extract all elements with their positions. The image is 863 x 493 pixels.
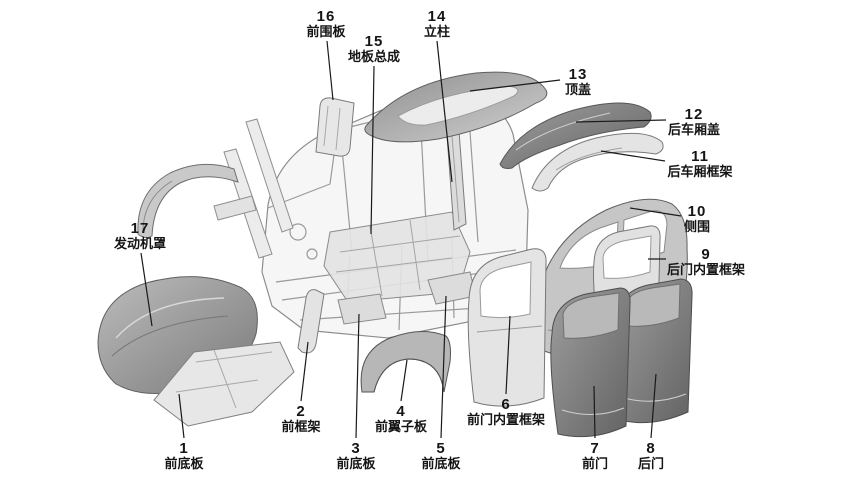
part-number-4: 4 (396, 403, 406, 420)
part-name-7: 前门 (581, 456, 609, 472)
part-number-12: 12 (684, 106, 704, 123)
part-name-6: 前门内置框架 (466, 412, 546, 428)
part-name-17: 发动机罩 (113, 236, 167, 252)
rear-door-part (614, 278, 693, 424)
part-label-17: 17 发动机罩 (114, 220, 166, 252)
part-label-12: 12 后车厢盖 (668, 106, 720, 138)
part-label-6: 6 前门内置框架 (467, 396, 545, 428)
part-label-1: 1 前底板 (164, 440, 203, 472)
front-door-part (550, 287, 631, 438)
left-quarter-panel-part (137, 163, 239, 239)
front-bulkhead-part (315, 97, 355, 157)
part-label-9: 9 后门内置框架 (667, 246, 745, 278)
part-number-14: 14 (427, 8, 447, 25)
part-name-5: 前底板 (421, 456, 461, 472)
trunk-lid-part (499, 102, 652, 169)
part-label-2: 2 前框架 (281, 403, 320, 435)
part-number-7: 7 (590, 440, 600, 457)
part-number-3: 3 (351, 440, 361, 457)
part-label-5: 5 前底板 (421, 440, 460, 472)
part-name-8: 后门 (637, 456, 665, 472)
part-number-13: 13 (568, 66, 588, 83)
front-fender-part (360, 331, 451, 393)
part-label-8: 8 后门 (638, 440, 664, 472)
part-label-4: 4 前翼子板 (375, 403, 427, 435)
part-label-3: 3 前底板 (336, 440, 375, 472)
part-name-16: 前围板 (306, 24, 346, 40)
part-label-10: 10 侧围 (684, 203, 710, 235)
part-name-9: 后门内置框架 (666, 262, 746, 278)
part-name-10: 侧围 (683, 219, 711, 235)
part-number-10: 10 (687, 203, 707, 220)
part-name-3: 前底板 (336, 456, 376, 472)
leader-lines (140, 40, 682, 439)
part-number-16: 16 (316, 8, 336, 25)
front-door-frame-part (467, 248, 547, 407)
trunk-frame-part (531, 132, 664, 192)
part-number-6: 6 (501, 396, 511, 413)
part-name-11: 后车厢框架 (667, 164, 733, 180)
front-floor-part-1 (153, 341, 295, 427)
part-name-15: 地板总成 (347, 49, 401, 65)
roof-panel-part (364, 71, 548, 143)
part-number-8: 8 (646, 440, 656, 457)
part-name-14: 立柱 (423, 24, 451, 40)
part-number-1: 1 (179, 440, 189, 457)
part-label-15: 15 地板总成 (348, 33, 400, 65)
part-number-11: 11 (691, 148, 709, 165)
part-label-7: 7 前门 (582, 440, 608, 472)
front-floor-part-3 (337, 293, 387, 325)
part-name-12: 后车厢盖 (667, 122, 721, 138)
part-number-2: 2 (296, 403, 306, 420)
part-label-13: 13 顶盖 (565, 66, 591, 98)
part-number-5: 5 (436, 440, 446, 457)
part-number-15: 15 (364, 33, 384, 50)
part-label-11: 11 后车厢框架 (667, 148, 732, 180)
part-number-17: 17 (130, 220, 150, 237)
part-name-13: 顶盖 (564, 82, 592, 98)
part-label-14: 14 立柱 (424, 8, 450, 40)
part-label-16: 16 前围板 (306, 8, 345, 40)
part-name-2: 前框架 (281, 419, 321, 435)
part-name-1: 前底板 (164, 456, 204, 472)
part-name-4: 前翼子板 (374, 419, 428, 435)
part-number-9: 9 (701, 246, 711, 263)
